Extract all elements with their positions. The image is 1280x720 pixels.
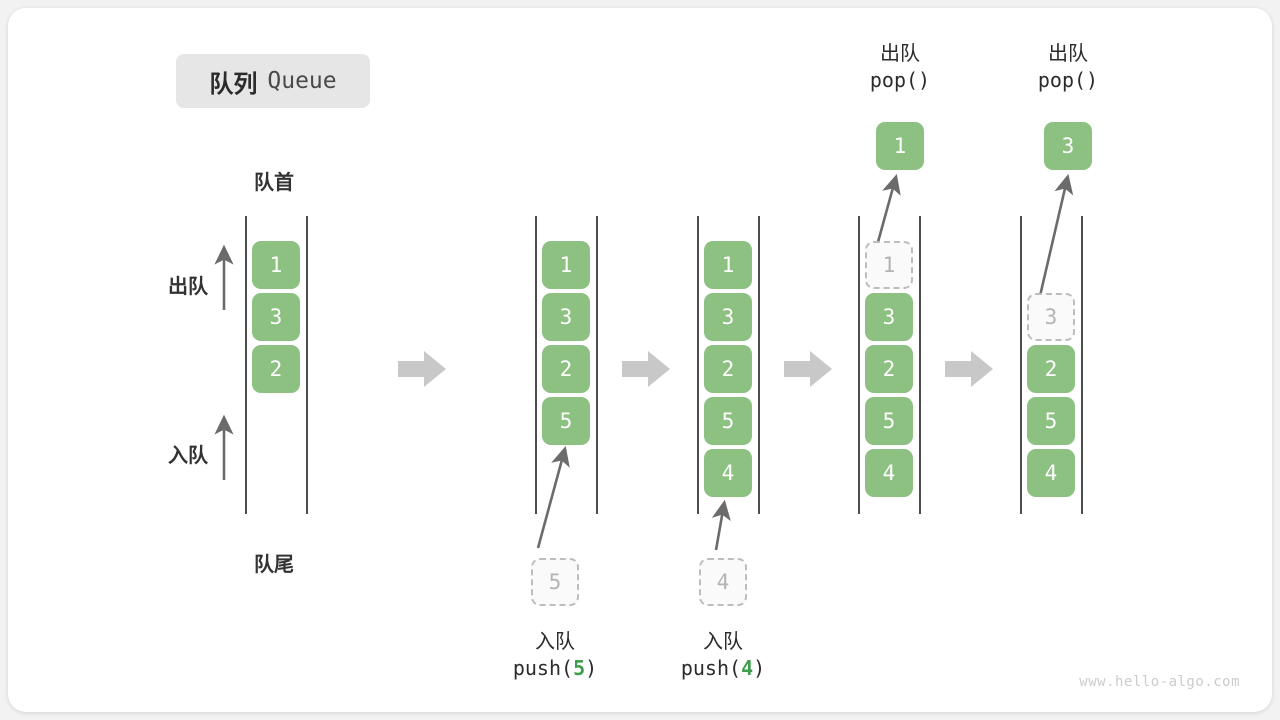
title-english: Queue — [267, 68, 337, 94]
outgoing-ghost-cell: 1 — [865, 241, 913, 289]
push-caption-cn: 入队 — [703, 629, 743, 653]
push-caption-2: 入队 push(4) — [643, 628, 803, 682]
step-arrow-icon — [945, 351, 993, 387]
site-watermark: www.hello-algo.com — [1079, 674, 1240, 690]
push-caption-1: 入队 push(5) — [475, 628, 635, 682]
queue-rail-right-2 — [596, 216, 598, 514]
queue-rail-left-1 — [245, 216, 247, 514]
push-code-suffix: ) — [753, 656, 766, 680]
queue-cell: 2 — [252, 345, 300, 393]
queue-cell: 5 — [865, 397, 913, 445]
queue-rail-right-5 — [1081, 216, 1083, 514]
push-code-prefix: push( — [680, 656, 742, 680]
queue-cell: 3 — [542, 293, 590, 341]
queue-cell: 2 — [865, 345, 913, 393]
dequeue-motion-arrow-icon — [876, 173, 901, 243]
push-code-prefix: push( — [512, 656, 574, 680]
popped-cell: 3 — [1044, 122, 1092, 170]
step-arrow-icon — [784, 351, 832, 387]
pop-caption-cn: 出队 — [1048, 41, 1088, 65]
pop-caption-cn: 出队 — [880, 41, 920, 65]
queue-cell: 1 — [542, 241, 590, 289]
queue-cell: 3 — [704, 293, 752, 341]
push-code-suffix: ) — [585, 656, 598, 680]
push-code-value: 5 — [573, 656, 586, 680]
incoming-ghost-cell: 4 — [699, 558, 747, 606]
push-caption-code: push(5) — [475, 655, 635, 682]
pop-caption-2: 出队 pop() — [988, 40, 1148, 94]
queue-cell: 2 — [704, 345, 752, 393]
queue-cell: 5 — [542, 397, 590, 445]
queue-rail-left-4 — [858, 216, 860, 514]
dequeue-motion-arrow-icon — [1038, 173, 1074, 297]
enqueue-direction-arrow-icon — [214, 414, 234, 480]
dequeue-direction-arrow-icon — [214, 244, 234, 310]
enqueue-side-label: 入队 — [168, 443, 208, 467]
pop-caption-code: pop() — [1037, 68, 1099, 92]
step-arrow-icon — [622, 351, 670, 387]
popped-cell: 1 — [876, 122, 924, 170]
queue-cell: 4 — [865, 449, 913, 497]
queue-rail-left-2 — [535, 216, 537, 514]
diagram-title-badge: 队列 Queue — [176, 54, 370, 108]
push-code-value: 4 — [741, 656, 754, 680]
diagram-canvas: 队列 Queue 队首 队尾 出队 入队 1 3 2 1 3 2 5 5 入队 … — [8, 8, 1272, 712]
incoming-ghost-cell: 5 — [531, 558, 579, 606]
queue-cell: 2 — [542, 345, 590, 393]
title-chinese: 队列 — [209, 69, 258, 98]
queue-rail-right-1 — [306, 216, 308, 514]
queue-cell: 4 — [704, 449, 752, 497]
enqueue-motion-arrow-icon — [536, 445, 570, 549]
enqueue-motion-arrow-icon — [711, 499, 731, 551]
queue-head-label: 队首 — [254, 170, 294, 194]
queue-tail-label: 队尾 — [254, 552, 294, 576]
queue-cell: 1 — [704, 241, 752, 289]
queue-cell: 4 — [1027, 449, 1075, 497]
queue-rail-left-5 — [1020, 216, 1022, 514]
push-caption-code: push(4) — [643, 655, 803, 682]
push-caption-cn: 入队 — [535, 629, 575, 653]
queue-cell: 5 — [704, 397, 752, 445]
queue-rail-right-4 — [919, 216, 921, 514]
dequeue-side-label: 出队 — [168, 274, 208, 298]
pop-caption-1: 出队 pop() — [820, 40, 980, 94]
queue-cell: 5 — [1027, 397, 1075, 445]
queue-cell: 1 — [252, 241, 300, 289]
queue-rail-left-3 — [697, 216, 699, 514]
queue-rail-right-3 — [758, 216, 760, 514]
outgoing-ghost-cell: 3 — [1027, 293, 1075, 341]
queue-cell: 3 — [865, 293, 913, 341]
queue-cell: 2 — [1027, 345, 1075, 393]
step-arrow-icon — [398, 351, 446, 387]
pop-caption-code: pop() — [869, 68, 931, 92]
queue-cell: 3 — [252, 293, 300, 341]
